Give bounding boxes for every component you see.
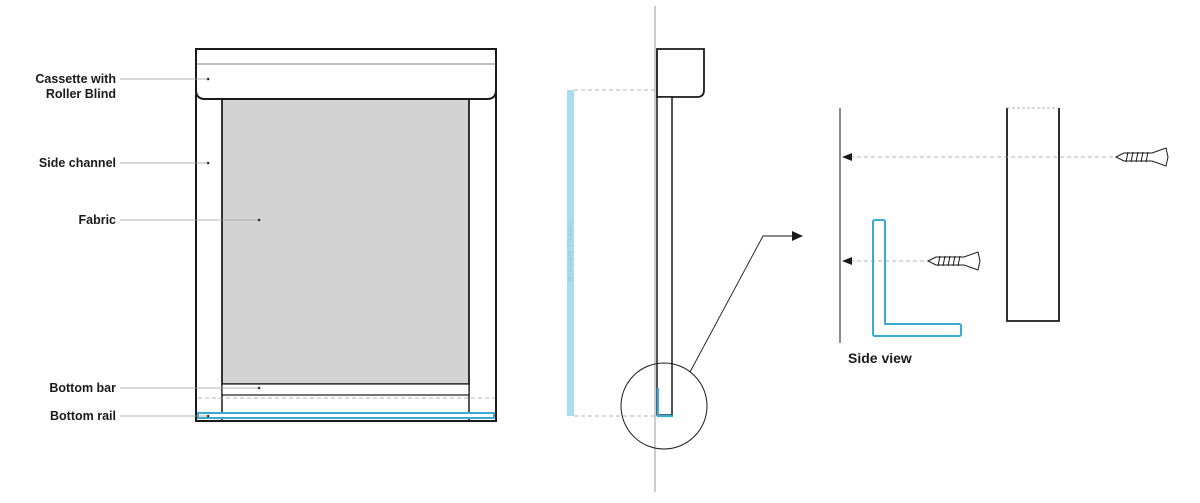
label-cassette-line2: Roller Blind: [46, 87, 116, 101]
cassette-box: [195, 48, 497, 100]
label-side-channel: Side channel: [39, 156, 116, 170]
detail-pointer-line: [689, 235, 793, 373]
side-view-label: Side view: [848, 350, 912, 366]
detail-circle: [620, 362, 708, 450]
label-fabric: Fabric: [78, 213, 116, 227]
window-frame-label: WINDOW FRAME: [568, 221, 574, 282]
detail-pointer-arrowhead: [792, 231, 803, 241]
leader-lines: [120, 78, 259, 417]
l-bracket: [872, 219, 962, 337]
bottom-bracket-profile: [656, 388, 673, 418]
cassette-profile: [656, 48, 705, 98]
upper-screw-arrowhead: [842, 153, 852, 161]
channel-profile: [656, 96, 673, 416]
side-view-detail: Side view: [839, 107, 1169, 366]
fabric-panel: [221, 98, 470, 385]
bottom-bar: [221, 383, 470, 396]
mounting-block: [1006, 108, 1060, 322]
label-cassette-line1: Cassette with: [35, 72, 116, 86]
label-bottom-bar: Bottom bar: [49, 381, 116, 395]
bottom-rail: [197, 412, 495, 419]
section-view: WINDOW FRAME: [567, 6, 803, 492]
lower-screw-arrowhead: [842, 257, 852, 265]
window-frame-bar: [567, 90, 574, 416]
front-view: [195, 48, 497, 422]
lower-screw-icon: [926, 251, 981, 271]
label-bottom-rail: Bottom rail: [50, 409, 116, 423]
upper-screw-icon: [1114, 147, 1169, 167]
